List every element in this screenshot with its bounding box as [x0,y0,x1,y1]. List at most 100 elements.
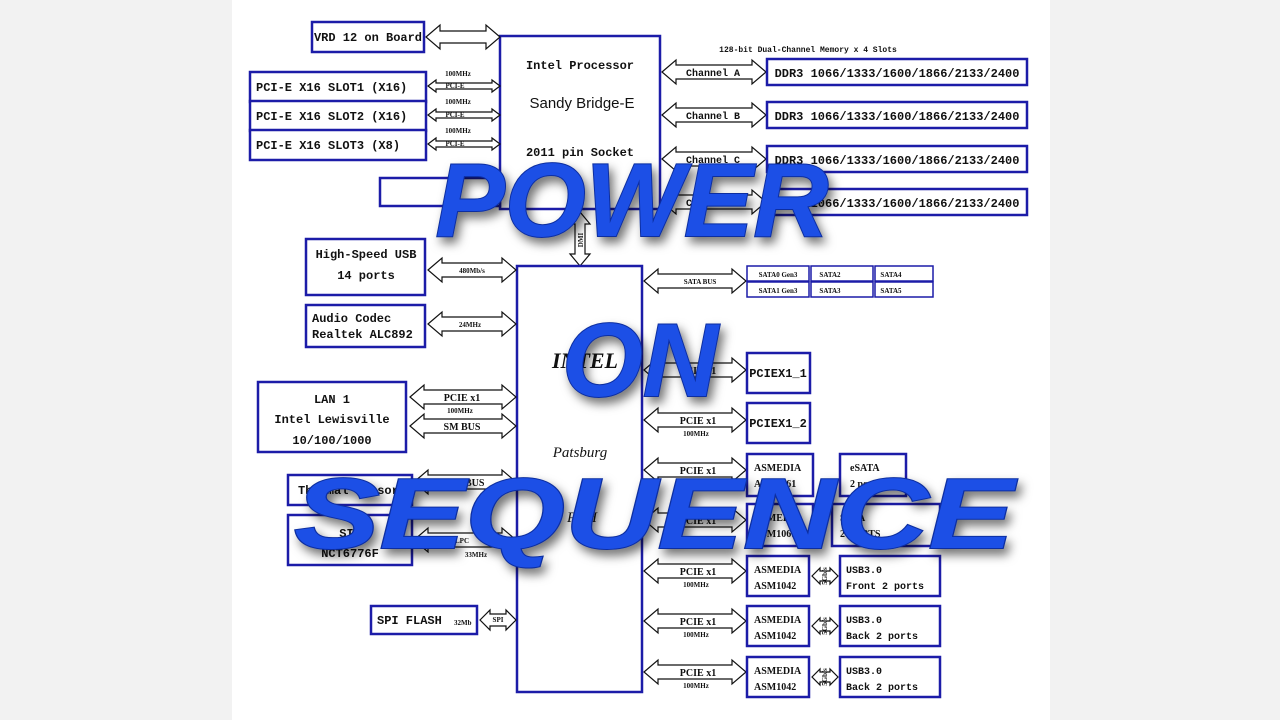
svg-text:SATA1 Gen3: SATA1 Gen3 [759,287,798,295]
sata-block: SATA BUS SATA0 Gen3 SATA2 SATA4 SATA1 Ge… [643,265,934,298]
svg-text:ASMEDIA: ASMEDIA [754,615,802,626]
svg-text:SIO: SIO [339,527,361,541]
svg-text:Thermal Sensor: Thermal Sensor [298,484,399,498]
svg-text:5Gb/s: 5Gb/s [821,617,829,635]
svg-text:ASMEDIA: ASMEDIA [754,565,802,576]
svg-text:ASM1042: ASM1042 [754,682,796,693]
svg-text:SM BUS: SM BUS [444,422,481,433]
pcie-x1-slot-1: PCIE x1 PCIEX1_1 [643,351,812,395]
usb2-block: High-Speed USB 14 ports 480Mb/s [304,237,517,297]
svg-text:SATA5: SATA5 [880,287,902,295]
svg-text:SATA4: SATA4 [880,271,902,279]
svg-text:2 ports: 2 ports [850,479,880,490]
svg-text:PCIE x1: PCIE x1 [680,668,716,679]
memory-header: 128-bit Dual-Channel Memory x 4 Slots [719,46,897,55]
svg-text:PCI-E X16 SLOT1 (X16): PCI-E X16 SLOT1 (X16) [256,81,407,95]
svg-text:Channel A: Channel A [686,68,740,80]
dmi-label: DMI [577,233,585,248]
svg-text:100MHz: 100MHz [445,127,471,135]
title-overlay: POWER ON SEQUENCE [293,142,1019,571]
svg-text:SATA3: SATA3 [819,287,841,295]
svg-text:Channel B: Channel B [686,111,740,123]
asm1061-sata: PCIE x1 ASMEDIA ASM1061 SATA 2 PORTS [643,502,942,548]
pch-brand: INTEL [551,348,618,373]
title-line-power: POWER [436,143,829,259]
svg-text:USB3.0: USB3.0 [846,667,882,678]
svg-text:Realtek ALC892: Realtek ALC892 [312,328,413,342]
svg-text:PCIE x1: PCIE x1 [680,366,716,377]
svg-text:14 ports: 14 ports [337,269,395,283]
svg-text:ASM1061: ASM1061 [754,529,796,540]
svg-text:PCI-E: PCI-E [445,140,464,148]
svg-text:DDR3 1066/1333/1600/1866/2133/: DDR3 1066/1333/1600/1866/2133/2400 [775,67,1020,81]
svg-text:SATA2: SATA2 [819,271,841,279]
memory-channel-c: Channel C DDR3 1066/1333/1600/1866/2133/… [661,144,1029,174]
pcie-slot-2: PCI-E X16 SLOT2 (X16) [248,99,428,133]
svg-text:PCIE x1: PCIE x1 [680,567,716,578]
pch-type: PCH [566,510,598,526]
svg-text:Channel D: Channel D [686,198,740,210]
svg-text:Intel Lewisville: Intel Lewisville [274,413,389,427]
svg-text:PCI-E: PCI-E [445,82,464,90]
pcie-aux-box [378,176,502,208]
svg-text:10/100/1000: 10/100/1000 [292,434,371,448]
svg-text:PCIE x1: PCIE x1 [444,393,480,404]
vrd-label: VRD 12 on Board [314,31,422,45]
audio-block: Audio Codec Realtek ALC892 24MHz [304,303,517,349]
svg-text:PCIE x1: PCIE x1 [680,416,716,427]
svg-text:High-Speed USB: High-Speed USB [316,248,417,262]
svg-text:DDR3 1066/1333/1600/1866/2133/: DDR3 1066/1333/1600/1866/2133/2400 [775,154,1020,168]
svg-text:100MHz: 100MHz [683,682,709,690]
pch-name: Patsburg [552,445,608,461]
spi-block: SPI FLASH 32Mb SPI [369,604,517,636]
title-line-on: ON [562,303,720,419]
lan-block: LAN 1 Intel Lewisville 10/100/1000 PCIE … [256,380,517,454]
svg-text:NCT6776F: NCT6776F [321,547,379,561]
cpu-socket: 2011 pin Socket [526,146,634,160]
svg-text:SM BUS: SM BUS [448,478,485,489]
svg-text:SPI: SPI [493,616,504,624]
svg-text:Front 2 ports: Front 2 ports [846,582,924,593]
svg-text:ASMEDIA: ASMEDIA [754,513,802,524]
vrd-arrow [425,23,501,51]
memory-channel-d: Channel D DDR3 1066/1333/1600/1866/2133/… [661,187,1029,217]
pcie-x1-slot-2: PCIE x1 100MHz PCIEX1_2 [643,401,812,445]
svg-text:DDR3 1066/1333/1600/1866/2133/: DDR3 1066/1333/1600/1866/2133/2400 [775,110,1020,124]
svg-text:100MHz: 100MHz [683,480,709,488]
svg-text:24MHz: 24MHz [459,321,481,329]
svg-text:100MHz: 100MHz [447,407,473,415]
svg-text:DDR3 1066/1333/1600/1866/2133/: DDR3 1066/1333/1600/1866/2133/2400 [775,197,1020,211]
svg-text:PCI-E X16 SLOT3 (X8): PCI-E X16 SLOT3 (X8) [256,139,400,153]
asm1061-esata: PCIE x1 100MHz ASMEDIA ASM1061 eSATA 2 p… [643,452,908,498]
svg-text:USB3.0: USB3.0 [846,616,882,627]
svg-text:32Mb: 32Mb [454,619,472,627]
svg-text:Back 2 ports: Back 2 ports [846,631,918,643]
svg-text:LPC: LPC [455,537,469,545]
cpu-box [498,34,662,211]
svg-text:SPI FLASH: SPI FLASH [377,614,442,628]
svg-text:100MHz: 100MHz [683,430,709,438]
svg-text:2 PORTS: 2 PORTS [840,529,881,540]
svg-text:eSATA: eSATA [850,463,880,474]
svg-text:ASM1061: ASM1061 [754,479,796,490]
svg-text:5Gb/s: 5Gb/s [821,668,829,686]
svg-text:ASM1042: ASM1042 [754,581,796,592]
svg-text:USB3.0: USB3.0 [846,566,882,577]
sio-block: SIO NCT6776F LPC 33MHz [286,513,517,567]
svg-text:PCI-E: PCI-E [445,111,464,119]
svg-text:100MHz: 100MHz [445,70,471,78]
svg-text:LAN 1: LAN 1 [314,393,350,407]
pcie-slot-links: 100MHz PCI-E 100MHz PCI-E 100MHz PCI-E [427,70,501,152]
cpu-model: Sandy Bridge-E [529,95,634,112]
svg-text:PCIEX1_1: PCIEX1_1 [749,367,807,381]
svg-text:ASMEDIA: ASMEDIA [754,463,802,474]
svg-text:PCIE x1: PCIE x1 [680,466,716,477]
svg-text:Audio Codec: Audio Codec [312,312,391,326]
memory-channel-b: Channel B DDR3 1066/1333/1600/1866/2133/… [661,100,1029,130]
svg-text:33MHz: 33MHz [465,551,487,559]
svg-text:5Gb/s: 5Gb/s [821,567,829,585]
usb3-front: PCIE x1 100MHz ASMEDIA ASM1042 5Gb/s USB… [643,554,942,598]
svg-text:100MHz: 100MHz [683,581,709,589]
